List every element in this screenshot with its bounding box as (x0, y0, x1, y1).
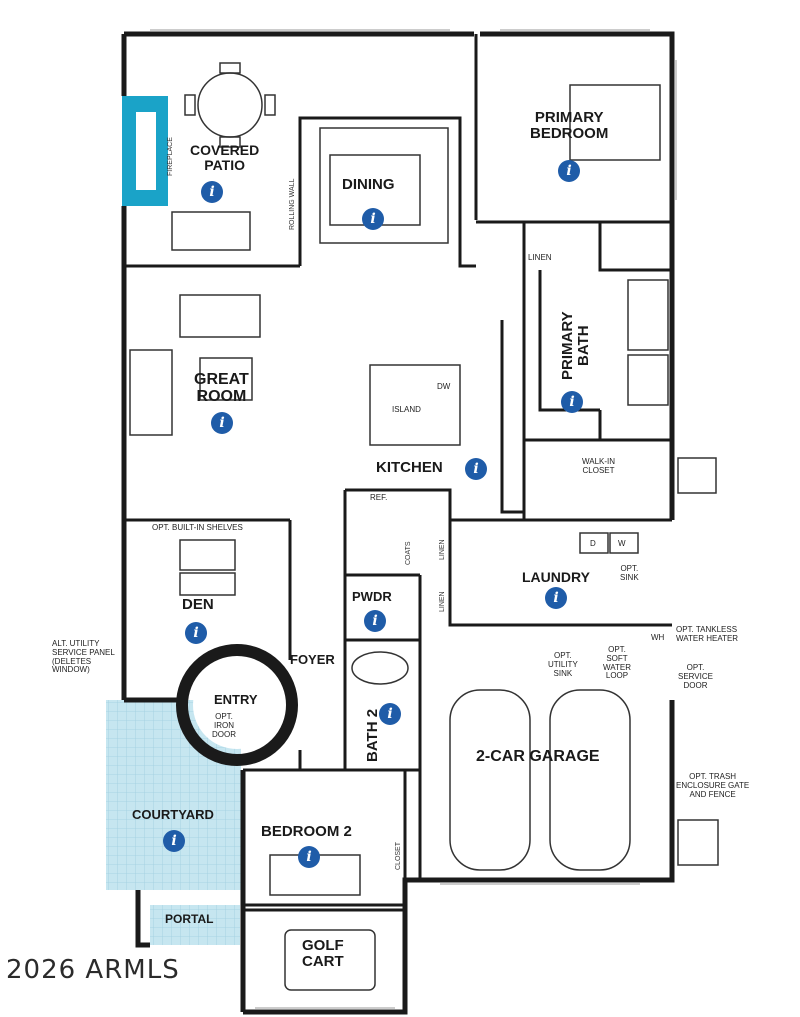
island-note: ISLAND (392, 405, 421, 414)
courtyard-label: COURTYARD (132, 807, 214, 822)
primary-bath-label: PRIMARY BATH (559, 311, 592, 380)
walk-in-closet-label: WALK-IN CLOSET (582, 457, 616, 475)
great-room-label: GREAT ROOM (194, 371, 249, 405)
primary-bedroom-label: PRIMARY BEDROOM (530, 109, 609, 142)
iron-door-note: OPT. IRON DOOR (212, 712, 236, 739)
foyer-label: FOYER (290, 652, 335, 667)
linen-note-3: LINEN (439, 591, 446, 612)
info-icon-courtyard[interactable]: i (163, 830, 185, 852)
info-icon-dining[interactable]: i (362, 208, 384, 230)
portal-label: PORTAL (165, 912, 214, 926)
windows (150, 29, 677, 1009)
service-door-note: OPT. SERVICE DOOR (678, 663, 713, 690)
utility-sink-note: OPT. UTILITY SINK (548, 651, 578, 678)
tankless-note: OPT. TANKLESS WATER HEATER (676, 625, 739, 643)
info-icon-great-room[interactable]: i (211, 412, 233, 434)
den-label: DEN (182, 596, 214, 613)
trash-enclosure-note: OPT. TRASH ENCLOSURE GATE AND FENCE (676, 772, 750, 799)
fireplace-note: FIREPLACE (167, 137, 174, 176)
linen-note-1: LINEN (528, 253, 552, 262)
info-icon-covered-patio[interactable]: i (201, 181, 223, 203)
info-icon-kitchen[interactable]: i (465, 458, 487, 480)
dining-label: DINING (342, 176, 395, 193)
ref-note: REF. (370, 493, 388, 502)
golf-cart-label: GOLF CART (302, 937, 344, 970)
entry-label: ENTRY (214, 692, 258, 707)
closet-note: CLOSET (395, 841, 402, 870)
info-icon-primary-bath[interactable]: i (561, 391, 583, 413)
linen-note-2: LINEN (439, 539, 446, 560)
garage-label: 2-CAR GARAGE (476, 748, 600, 765)
alt-utility-note: ALT. UTILITY SERVICE PANEL (DELETES WIND… (52, 639, 115, 675)
entry-rotunda (176, 644, 298, 766)
furniture (129, 62, 719, 991)
water-heater-note: WH (651, 633, 665, 642)
portal-area (150, 905, 240, 945)
watermark: 2026 ARMLS (6, 955, 180, 985)
laundry-label: LAUNDRY (522, 569, 590, 585)
dw-note: DW (437, 382, 451, 391)
opt-sink-note: OPT. SINK (620, 564, 639, 582)
info-icon-laundry[interactable]: i (545, 587, 567, 609)
bath2-label: BATH 2 (364, 709, 381, 762)
coats-note: COATS (405, 541, 412, 565)
info-icon-bedroom2[interactable]: i (298, 846, 320, 868)
dryer-note: D (590, 539, 596, 548)
builtin-shelves-note: OPT. BUILT-IN SHELVES (152, 523, 243, 532)
info-icon-bath2[interactable]: i (379, 703, 401, 725)
info-icon-pwdr[interactable]: i (364, 610, 386, 632)
washer-note: W (618, 539, 626, 548)
kitchen-label: KITCHEN (376, 459, 443, 476)
rolling-wall-note: ROLLING WALL (289, 178, 296, 230)
soft-water-note: OPT. SOFT WATER LOOP (603, 645, 631, 681)
pwdr-label: PWDR (352, 589, 392, 604)
info-icon-den[interactable]: i (185, 622, 207, 644)
info-icon-primary-bedroom[interactable]: i (558, 160, 580, 182)
covered-patio-label: COVERED PATIO (190, 142, 260, 173)
bedroom2-label: BEDROOM 2 (261, 823, 352, 840)
interior-walls (124, 34, 672, 912)
